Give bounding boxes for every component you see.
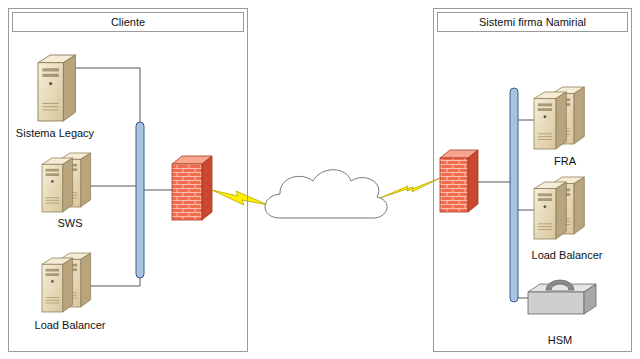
- node-label: Sistema Legacy: [16, 127, 94, 140]
- server-icon: [534, 182, 566, 239]
- server-icon: [42, 158, 73, 212]
- server-node: Load Balancer: [520, 174, 614, 262]
- server-node: HSM: [515, 280, 605, 347]
- link-bolt: [380, 178, 440, 198]
- panel-title: Sistemi firma Namirial: [437, 12, 628, 32]
- network-bus: [136, 122, 144, 278]
- server-node: FRA: [520, 84, 610, 168]
- network-cloud: [265, 170, 387, 218]
- server-node: Sistema Legacy: [10, 54, 100, 140]
- link-bolt: [212, 190, 268, 205]
- firewall: [440, 150, 478, 212]
- hsm-device: [528, 280, 596, 314]
- node-label: SWS: [57, 217, 82, 230]
- node-label: HSM: [548, 334, 572, 347]
- network-bus: [510, 88, 518, 302]
- server-node: SWS: [25, 154, 115, 230]
- server-icon: [38, 55, 75, 121]
- server-node: Load Balancer: [25, 252, 115, 332]
- server-icon: [42, 258, 73, 312]
- node-label: Load Balancer: [35, 319, 106, 332]
- system-panel: ClienteSistema LegacySWS Load Balancer: [8, 8, 248, 352]
- node-label: Load Balancer: [532, 249, 603, 262]
- panel-title: Cliente: [12, 12, 244, 32]
- system-panel: Sistemi firma NamirialFRA Load BalancerHS…: [433, 8, 632, 352]
- server-icon: [534, 92, 566, 149]
- wire: [76, 68, 534, 298]
- firewall: [172, 156, 212, 220]
- node-label: FRA: [554, 155, 576, 168]
